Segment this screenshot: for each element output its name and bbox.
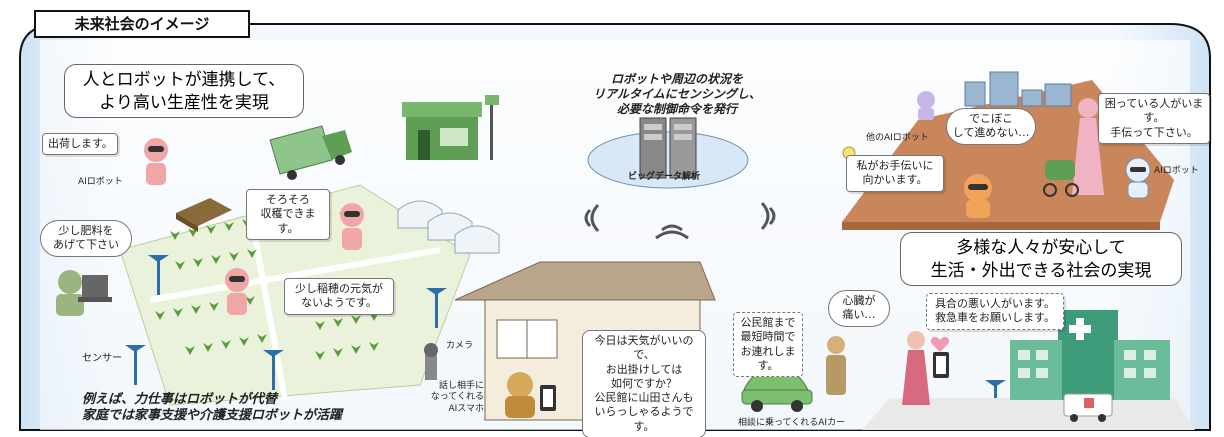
ai-car-label: 相談に乗ってくれるAIカー [738,418,846,428]
seedling-tray-icon [176,198,232,232]
big-data-server-icon [587,117,749,189]
harvest-bubble: そろそろ 収穫できます。 [246,189,330,240]
headline-safe-society: 多様な人々が安心して 生活・外出できる社会の実現 [900,232,1182,286]
crop-plant [203,343,213,352]
ai-phone-label: 話し相手に なってくれる AIスマホ [430,381,484,414]
coming-bubble: 私がお手伝いに 向かいます。 [846,155,944,192]
hospital-icon [1010,310,1170,400]
big-data-label: ビッグデータ解析 [628,172,701,182]
crop-plant [229,252,239,261]
crop-plant [209,302,219,311]
crop-plant [191,305,201,314]
crop-plant [239,337,249,346]
truck-icon [269,125,352,180]
shipping-bubble: 出荷します。 [42,133,118,156]
mother-with-stroller-icon [1043,98,1104,197]
ai-robot-label-farm: AIロボット [78,177,123,187]
crop-plant [315,351,325,360]
elderly-man-icon [826,336,846,395]
crop-plant [170,231,180,240]
crop-plant [193,258,203,267]
ai-robot-field-icon [225,268,249,315]
crop-plant [173,308,183,317]
farmer-with-computer-icon [56,270,112,316]
heart-bubble: 心臓が 痛い… [828,290,890,327]
ai-car-bubble: 公民館まで 最短時間で お連れします。 [733,312,803,378]
crop-plant [221,340,231,349]
crop-plant [257,334,267,343]
bottom-caption: 例えば、力仕事はロボットが代替 家庭では家事支援や介護支援ロボットが活躍 [82,392,343,424]
ai-robot-shipping-icon [144,138,168,185]
wireless-signal-icon [584,201,776,240]
crop-plant [369,342,379,351]
camera-label: カメラ [446,341,474,351]
greenhouse-icon [397,200,500,254]
rice-bubble: 少し稲穂の元気が ないようです。 [284,278,394,315]
crop-plant [245,296,255,305]
crop-plant [211,255,221,264]
ai-smartphone-icon [540,385,556,411]
help-bubble: 困っている人がいます。 手伝って下さい。 [1098,93,1210,144]
smartphone-hospital-icon [933,352,949,378]
ai-robot-right-icon [1125,157,1151,199]
headline-productivity: 人とロボットが連携して、 より高い生産性を実現 [64,64,304,118]
page-title: 未来社会のイメージ [34,10,250,38]
rough-road-bubble: でこぼこ して進めない… [946,108,1036,145]
small-robot-icon [917,91,935,120]
heart-icon [930,337,950,352]
crop-plant [206,225,216,234]
ambulance-icon [1063,393,1113,422]
other-ai-robot-icon [964,174,992,218]
crop-plant [247,249,257,258]
ai-robot-label-street: AIロボット [1154,166,1199,176]
crop-plant [175,261,185,270]
crop-plant [333,348,343,357]
factory-building-icon [402,95,499,160]
town-buildings-icon [964,71,1072,107]
ai-phone-bubble: 今日は天気がいいので、 お出掛けしては 如何ですか？ 公民館に山田さんも いらっ… [582,330,706,437]
crop-plant [315,321,325,330]
sensor-pole-icon [125,255,1006,415]
sick-bubble: 具合の悪い人がいます。 救急車をお願いします。 [926,293,1064,330]
other-ai-robot-label: 他のAIロボット [866,133,929,143]
sensor-label: センサー [82,353,122,364]
crop-plant [351,315,361,324]
crop-plant [351,345,361,354]
center-caption: ロボットや周辺の状況を リアルタイムにセンシングし、 必要な制御命令を発行 [593,72,761,116]
crop-plant [155,311,165,320]
crop-plant [185,346,195,355]
ai-robot-harvest-icon [340,203,364,250]
woman-icon [902,331,930,405]
fertilizer-bubble: 少し肥料を あげて下さい [40,220,132,257]
crop-plant [224,222,234,231]
camera-icon [424,343,438,380]
crop-plant [333,318,343,327]
